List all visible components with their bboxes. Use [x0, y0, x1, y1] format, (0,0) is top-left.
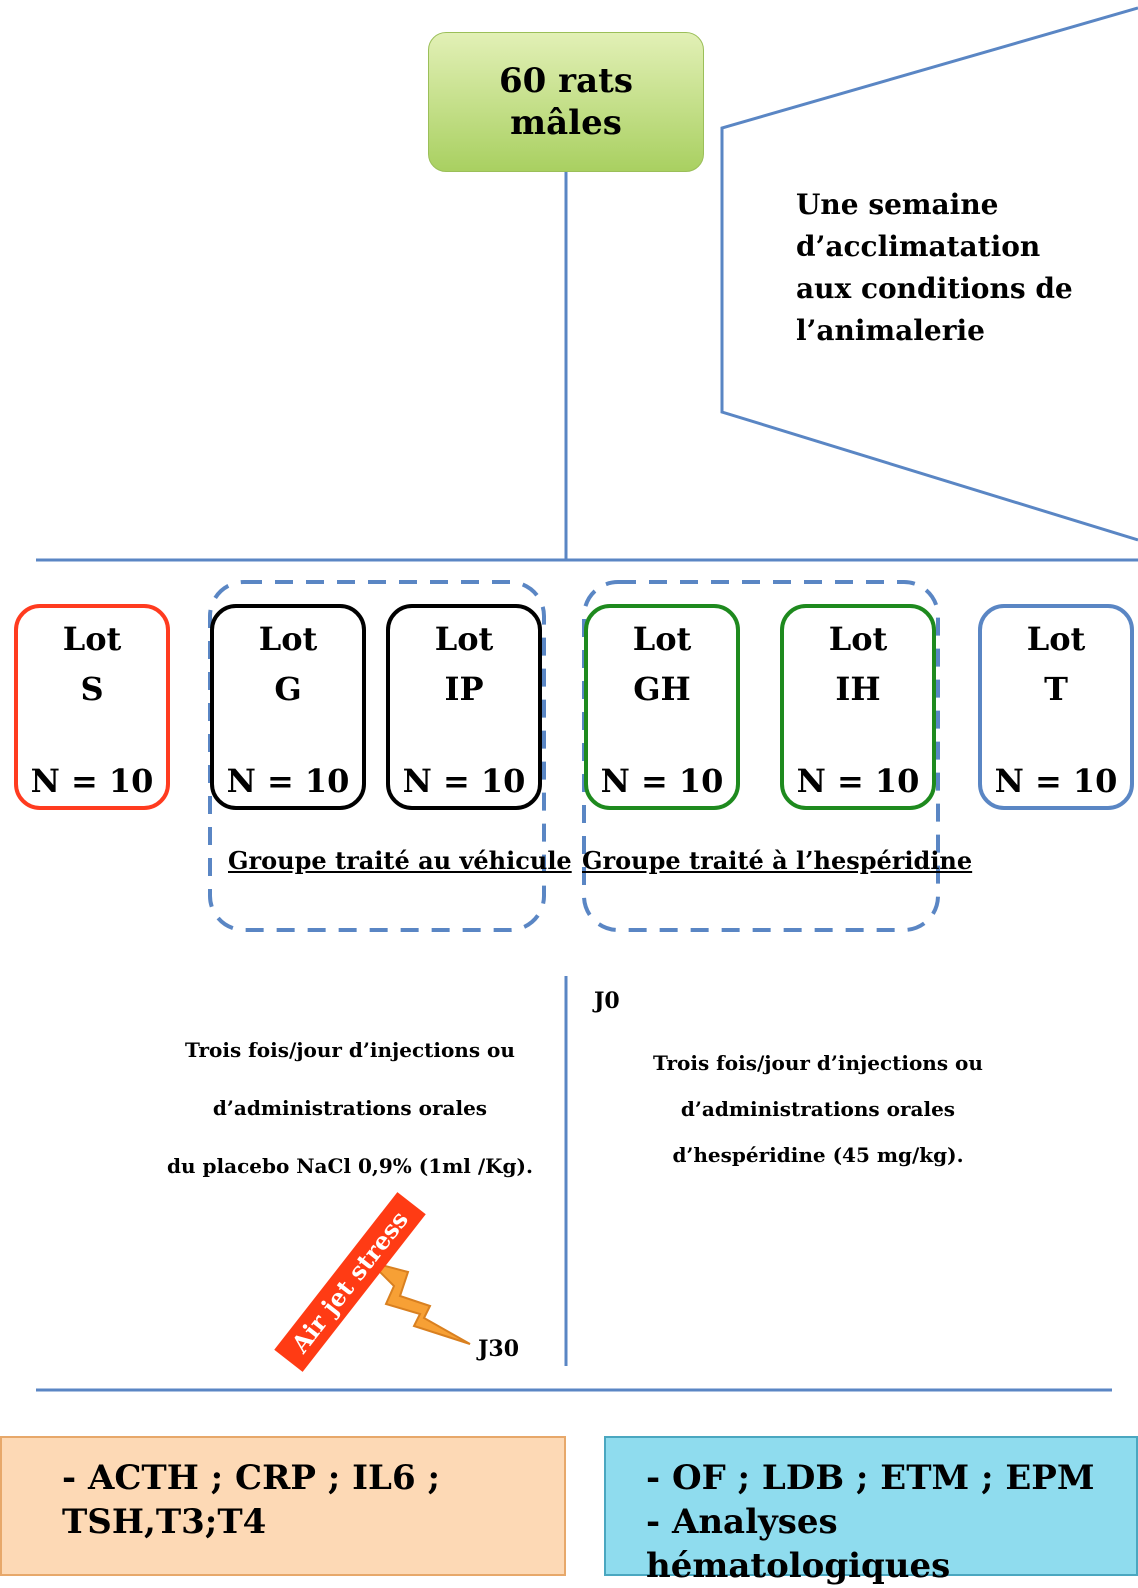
lot-s-box: Lot S N = 10 — [14, 604, 170, 810]
lot-g-box: Lot G N = 10 — [210, 604, 366, 810]
treatment-line: d’hespéridine (45 mg/kg). — [672, 1143, 964, 1167]
treatment-line: Trois fois/jour d’injections ou — [653, 1051, 983, 1075]
lot-label: Lot — [434, 620, 494, 658]
group-vehicle-dashed — [208, 580, 546, 932]
lot-label: Lot — [632, 620, 692, 658]
lot-code: G — [274, 670, 302, 708]
behavior-line: - Analyses hématologiques — [646, 1502, 951, 1586]
group-vehicle-label: Groupe traité au véhicule — [228, 846, 572, 875]
callout-line: Une semaine — [796, 188, 999, 221]
lot-count: N = 10 — [796, 762, 920, 800]
callout-line: d’acclimatation — [796, 230, 1041, 263]
timeline-end-label: J30 — [478, 1336, 520, 1362]
lot-t-box: Lot T N = 10 — [978, 604, 1134, 810]
behavior-line: - OF ; LDB ; ETM ; EPM — [646, 1458, 1095, 1498]
lot-count: N = 10 — [600, 762, 724, 800]
lot-code: IP — [444, 670, 484, 708]
treatment-line: d’administrations orales — [212, 1096, 488, 1120]
lot-count: N = 10 — [994, 762, 1118, 800]
behavior-box: - OF ; LDB ; ETM ; EPM - Analyses hémato… — [604, 1436, 1138, 1586]
start-box: 60 rats mâles — [428, 32, 704, 172]
lot-ih-box: Lot IH N = 10 — [780, 604, 936, 810]
lot-count: N = 10 — [226, 762, 350, 800]
group-hesperidin-label: Groupe traité à l’hespéridine — [582, 846, 973, 875]
acclimatation-callout: Une semaine d’acclimatation aux conditio… — [796, 184, 1116, 352]
treatment-line: du placebo NaCl 0,9% (1ml /Kg). — [167, 1154, 533, 1178]
timeline-start-label: J0 — [594, 988, 620, 1014]
lot-count: N = 10 — [30, 762, 154, 800]
lot-label: Lot — [258, 620, 318, 658]
biochemistry-line: TSH,T3;T4 — [62, 1502, 267, 1542]
start-box-line1: 60 rats — [499, 61, 633, 101]
callout-shape — [720, 6, 1138, 542]
treatment-line: d’administrations orales — [680, 1097, 956, 1121]
treatment-placebo: Trois fois/jour d’injections ou d’admini… — [100, 1038, 600, 1212]
lot-code: GH — [633, 670, 691, 708]
lot-label: Lot — [1026, 620, 1086, 658]
lot-count: N = 10 — [402, 762, 526, 800]
lot-code: T — [1044, 670, 1068, 708]
lot-label: Lot — [828, 620, 888, 658]
biochemistry-box: - ACTH ; CRP ; IL6 ; TSH,T3;T4 — [0, 1436, 566, 1576]
lot-code: IH — [835, 670, 881, 708]
lot-code: S — [80, 670, 104, 708]
start-box-line2: mâles — [510, 103, 622, 143]
callout-line: l’animalerie — [796, 314, 985, 347]
lot-gh-box: Lot GH N = 10 — [584, 604, 740, 810]
callout-line: aux conditions de — [796, 272, 1073, 305]
biochemistry-line: - ACTH ; CRP ; IL6 ; — [62, 1458, 441, 1498]
lot-ip-box: Lot IP N = 10 — [386, 604, 542, 810]
treatment-hesperidin: Trois fois/jour d’injections ou d’admini… — [608, 1040, 1028, 1178]
treatment-line: Trois fois/jour d’injections ou — [185, 1038, 515, 1062]
lot-label: Lot — [62, 620, 122, 658]
lightning-bolt-icon — [366, 1260, 471, 1345]
